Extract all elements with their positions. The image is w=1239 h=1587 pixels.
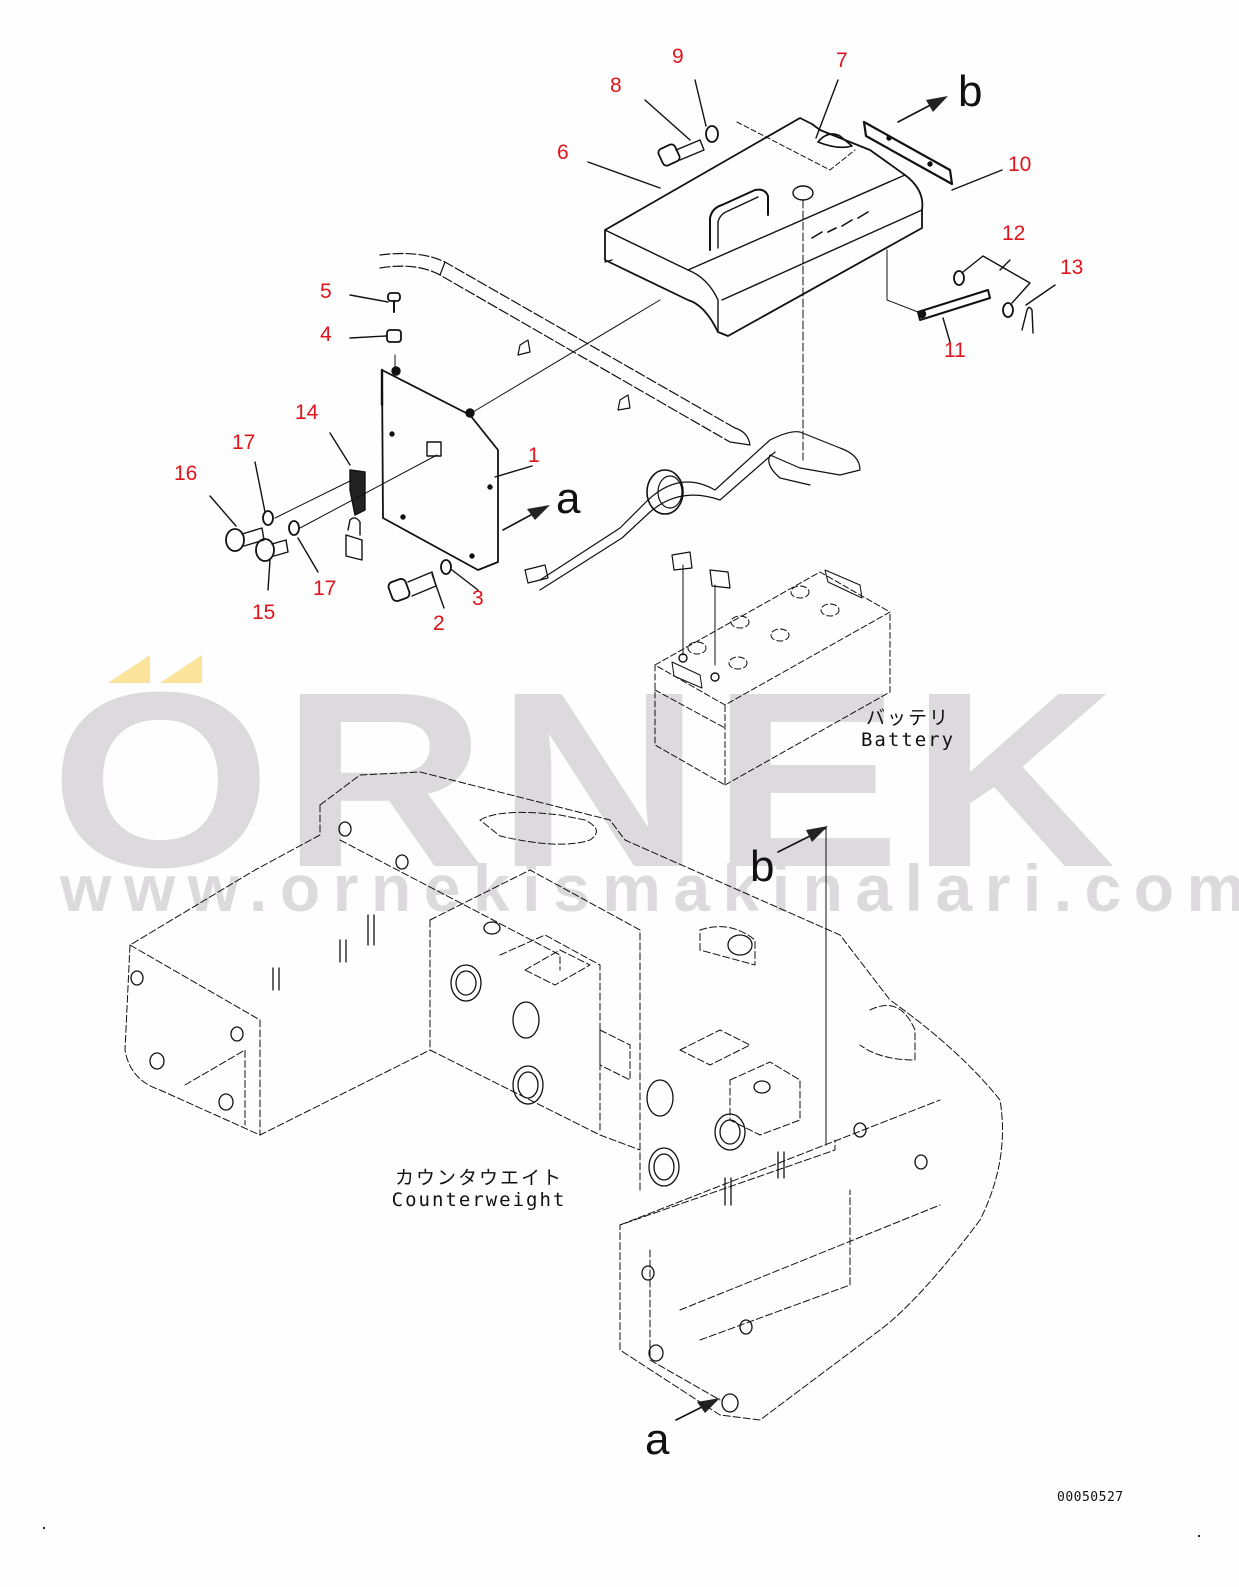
callout-14[interactable]: 14 — [295, 401, 319, 424]
view-marker-a-bottom: a — [645, 1415, 670, 1464]
counterweight-icon — [124, 771, 1003, 1421]
bolt-2-icon — [387, 559, 452, 602]
battery-icon — [654, 569, 891, 786]
cotter-pin-13-icon — [1021, 306, 1034, 334]
view-arrows — [502, 99, 941, 1421]
stray-dot — [43, 1527, 45, 1529]
counterweight-caption-jp: カウンタウエイト — [394, 1167, 563, 1189]
arrowheads — [527, 96, 948, 1413]
callout-4[interactable]: 4 — [320, 323, 332, 346]
callout-9[interactable]: 9 — [672, 45, 684, 68]
callout-17-lower[interactable]: 17 — [313, 577, 337, 600]
watermark-brand: ORNEK — [50, 640, 1125, 919]
bolt-8-icon — [657, 125, 719, 167]
callout-15[interactable]: 15 — [252, 601, 276, 624]
callout-2[interactable]: 2 — [433, 612, 445, 635]
battery-cover-icon — [604, 117, 924, 461]
view-marker-a-top: a — [556, 474, 581, 523]
washer-17-upper-icon — [262, 510, 274, 526]
bolt-5-icon — [387, 292, 401, 313]
callout-12[interactable]: 12 — [1002, 222, 1026, 245]
watermark-url: www.ornekismakinalari.com.tr — [60, 851, 1239, 925]
washer-12-icon — [953, 255, 1031, 318]
counterweight-caption: カウンタウエイト Counterweight — [384, 1167, 574, 1212]
callout-8[interactable]: 8 — [610, 74, 622, 97]
callout-3[interactable]: 3 — [472, 587, 484, 610]
callout-5[interactable]: 5 — [320, 280, 332, 303]
nut-4-icon — [386, 329, 402, 343]
bracket-10-icon — [862, 120, 954, 186]
watermark-umlaut-right — [160, 655, 202, 683]
leader-lines — [209, 79, 1056, 609]
callout-13[interactable]: 13 — [1060, 256, 1084, 279]
callout-6[interactable]: 6 — [557, 141, 569, 164]
view-marker-b-top: b — [958, 67, 983, 116]
callout-16[interactable]: 16 — [174, 462, 198, 485]
bolt-16-icon — [225, 527, 265, 552]
counterweight-caption-en: Counterweight — [391, 1188, 567, 1211]
battery-caption-en: Battery — [860, 728, 956, 751]
bolt-15-icon — [255, 538, 289, 562]
stray-dot — [1198, 1535, 1200, 1537]
callout-1[interactable]: 1 — [528, 444, 540, 467]
wire-harness-icon — [379, 252, 861, 666]
callout-7[interactable]: 7 — [836, 49, 848, 72]
view-marker-b-bottom: b — [750, 842, 775, 891]
washer-17-lower-icon — [288, 520, 300, 536]
bracket-11-icon — [886, 249, 991, 321]
counterweight-bolts-icon — [130, 821, 928, 1413]
battery-caption: バッテリ Battery — [858, 707, 958, 752]
battery-bracket-1-icon — [380, 299, 661, 571]
watermark-umlaut-left — [108, 655, 150, 683]
drawing-number: 00050527 — [1057, 1490, 1124, 1505]
callout-10[interactable]: 10 — [1008, 153, 1032, 176]
lock-bracket-14-icon — [345, 469, 366, 561]
battery-terminals-icon — [678, 653, 720, 682]
battery-caption-jp: バッテリ — [865, 707, 950, 729]
callout-11[interactable]: 11 — [944, 339, 966, 362]
callout-17-upper[interactable]: 17 — [232, 431, 256, 454]
